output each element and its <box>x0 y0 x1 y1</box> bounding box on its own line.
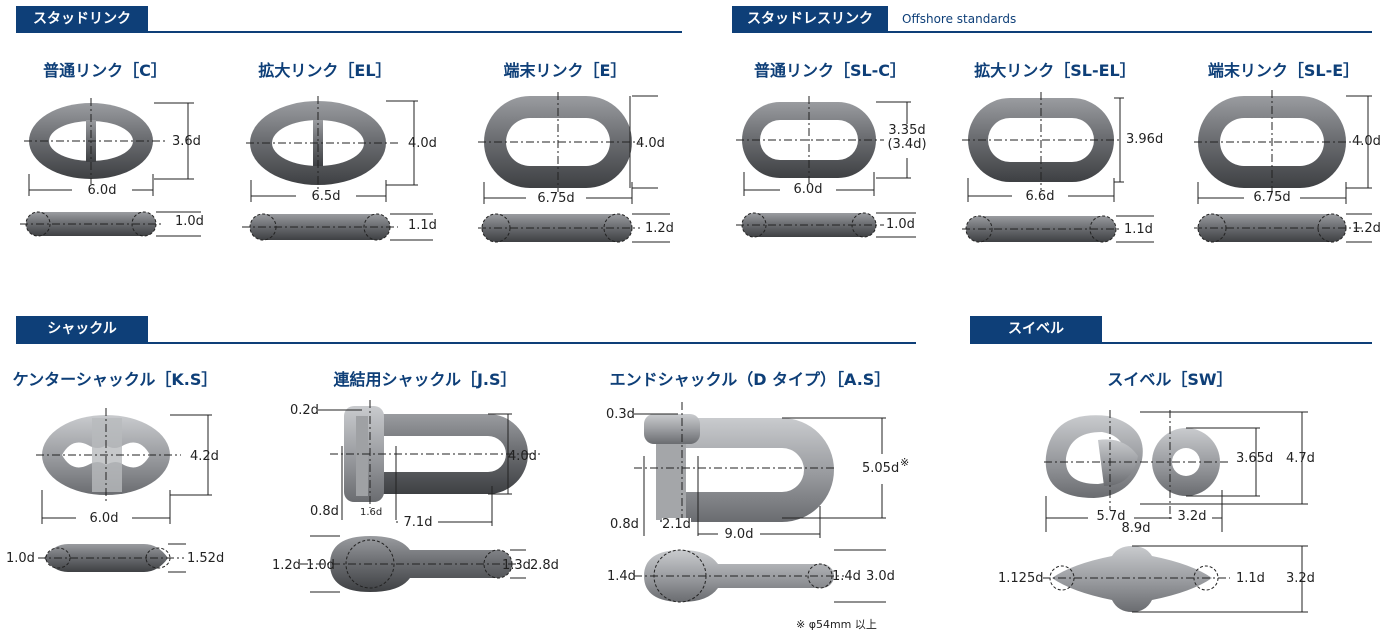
chain-link-sle-drawing <box>1194 90 1372 243</box>
c-height-label: 3.6d <box>172 134 201 149</box>
section-header-swivel: スイベル <box>970 316 1102 342</box>
slc-height-alt-label: (3.4d) <box>887 137 927 152</box>
js-inner2-label: 1.6d <box>360 507 383 518</box>
sw-h1-label: 3.65d <box>1236 451 1274 466</box>
as-height-label: 5.05d <box>862 461 900 476</box>
slel-length-label: 6.6d <box>1012 190 1068 204</box>
item-title-ks: ケンターシャックル［K.S］ <box>12 370 218 389</box>
as-side3-label: 3.0d <box>866 569 895 584</box>
section-header-studless: スタッドレスリンク <box>732 6 888 32</box>
item-title-slel: 拡大リンク［SL-EL］ <box>974 61 1136 80</box>
item-title-as: エンドシャックル（D タイプ）［A.S］ <box>609 370 891 389</box>
section-header-shackle: シャックル <box>16 316 148 342</box>
as-footnote: ※ φ54mm 以上 <box>796 618 877 631</box>
sw-h2-label: 4.7d <box>1286 451 1315 466</box>
section-rule-studless <box>732 31 1372 33</box>
section-rule-studlink <box>16 31 682 33</box>
as-side2-label: 1.4d <box>832 569 861 584</box>
js-side2-label: 1.0d <box>306 558 335 573</box>
sw-side2-label: 1.1d <box>1236 571 1265 586</box>
js-height-label: 4.0d <box>508 449 537 464</box>
el-length-label: 6.5d <box>296 190 356 204</box>
joining-shackle-drawing <box>300 400 540 593</box>
chain-link-el-drawing <box>242 96 433 241</box>
as-inner2-label: 2.1d <box>662 517 691 532</box>
as-pin-label: 0.3d <box>606 407 635 422</box>
as-side1-label: 1.4d <box>607 569 636 584</box>
e-thick-label: 1.2d <box>645 221 674 236</box>
el-height-label: 4.0d <box>408 136 437 151</box>
chain-link-slc-drawing <box>736 96 916 238</box>
e-length-label: 6.75d <box>526 192 586 206</box>
ks-side-right-label: 1.52d <box>187 551 225 566</box>
js-inner-label: 0.8d <box>310 504 339 519</box>
js-pin-label: 0.2d <box>290 403 319 418</box>
sle-height-label: 4.0d <box>1352 134 1381 149</box>
e-height-label: 4.0d <box>636 136 665 151</box>
c-thick-label: 1.0d <box>175 214 204 229</box>
slc-height-label: 3.35d <box>888 123 926 138</box>
js-length-label: 7.1d <box>398 516 438 530</box>
item-title-js: 連結用シャックル［J.S］ <box>333 370 517 389</box>
sw-w3-label: 8.9d <box>1116 522 1156 536</box>
sw-w2-label: 3.2d <box>1172 510 1212 524</box>
end-shackle-drawing <box>634 402 886 603</box>
as-length-label: 9.0d <box>718 528 760 542</box>
section-rule-shackle <box>16 342 916 344</box>
as-mark-label: ※ <box>900 456 910 469</box>
slel-height-label: 3.96d <box>1126 132 1164 147</box>
slel-thick-label: 1.1d <box>1124 222 1153 237</box>
sw-w1-label: 5.7d <box>1088 510 1134 524</box>
item-title-e: 端末リンク［E］ <box>503 61 627 80</box>
ks-length-label: 6.0d <box>76 512 132 526</box>
chain-link-c-drawing <box>20 98 201 237</box>
as-inner-label: 0.8d <box>610 517 639 532</box>
slc-thick-label: 1.0d <box>886 217 915 232</box>
js-side4-label: 2.8d <box>530 558 559 573</box>
sw-side1-label: 1.125d <box>998 571 1044 586</box>
js-side1-label: 1.2d <box>272 558 301 573</box>
ks-side-left-label: 1.0d <box>6 551 35 566</box>
sle-thick-label: 1.2d <box>1352 221 1381 236</box>
ks-height-label: 4.2d <box>190 449 219 464</box>
section-rule-swivel <box>970 342 1372 344</box>
section-subtitle-studless: Offshore standards <box>902 12 1017 26</box>
swivel-drawing <box>1010 410 1308 613</box>
kenter-shackle-drawing <box>6 408 212 573</box>
section-header-studlink: スタッドリンク <box>16 6 148 32</box>
sw-side3-label: 3.2d <box>1286 571 1315 586</box>
slc-length-label: 6.0d <box>780 183 836 197</box>
sle-length-label: 6.75d <box>1244 191 1300 205</box>
item-title-el: 拡大リンク［EL］ <box>258 61 392 80</box>
chain-link-e-drawing <box>478 92 670 243</box>
item-title-sle: 端末リンク［SL-E］ <box>1207 61 1360 80</box>
js-side3-label: 1.3d <box>502 558 531 573</box>
chain-link-slel-drawing <box>962 92 1154 243</box>
item-title-sw: スイベル［SW］ <box>1107 370 1233 389</box>
item-title-slc: 普通リンク［SL-C］ <box>753 61 907 80</box>
item-title-c: 普通リンク［C］ <box>43 61 167 80</box>
el-thick-label: 1.1d <box>408 218 437 233</box>
c-length-label: 6.0d <box>72 184 132 198</box>
